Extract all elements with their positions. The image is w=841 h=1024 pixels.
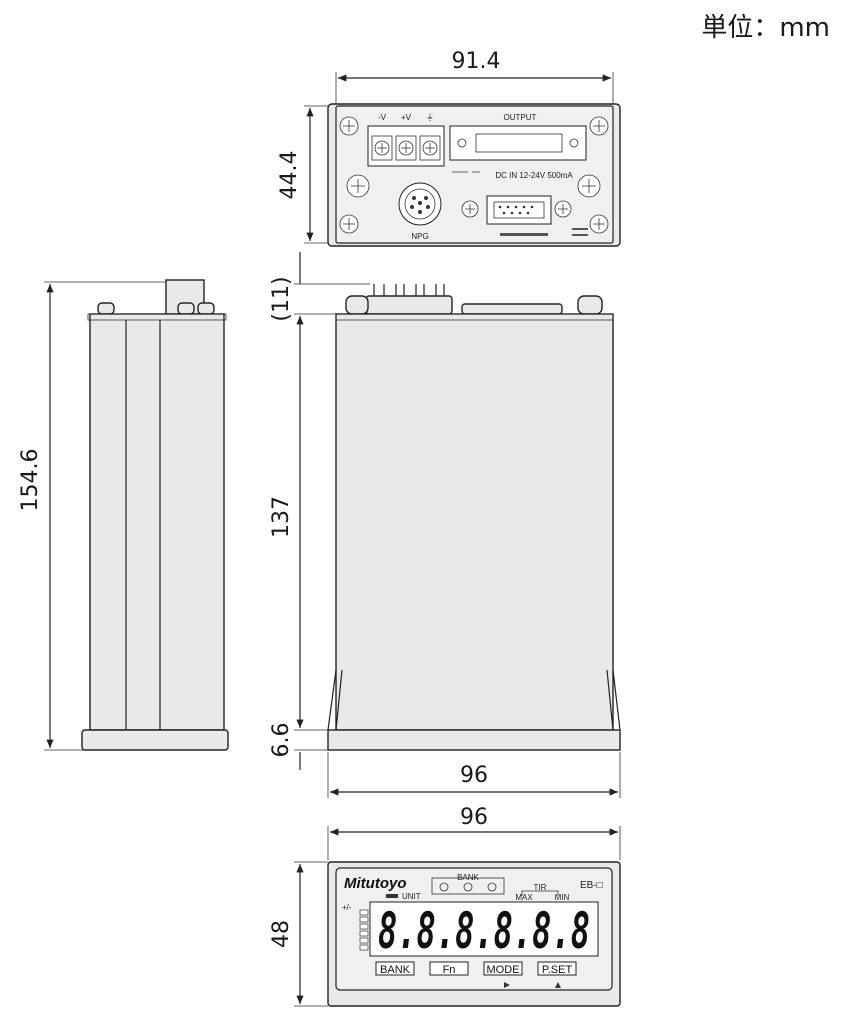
dim-front-width: 96 xyxy=(460,805,488,830)
mode-button-label: MODE xyxy=(487,964,520,976)
dim-top-height: 44.4 xyxy=(277,151,302,200)
digital-display: 8.8.8.8.8.8 xyxy=(378,902,590,960)
terminal-label-ground: ⏚ xyxy=(426,113,434,122)
power-label: DC IN 12-24V 500mA xyxy=(495,171,573,180)
dim-top-width: 91.4 xyxy=(452,49,501,74)
unit-label: 単位：mm xyxy=(701,13,830,43)
max-label: MAX xyxy=(515,893,533,902)
output-label: OUTPUT xyxy=(504,113,537,122)
dim-front-height: 48 xyxy=(269,920,294,948)
model-label: EB-□ xyxy=(580,880,603,891)
tir-label: TIR xyxy=(534,883,547,892)
fn-button[interactable] xyxy=(429,961,469,976)
brand-logo: Mitutoyo xyxy=(344,875,406,892)
fn-button-label: Fn xyxy=(443,964,456,976)
dim-terminal-height: (11) xyxy=(269,276,294,321)
terminal-label-plus: +V xyxy=(401,113,412,122)
bank-button-label: BANK xyxy=(380,964,411,976)
arrow-up-icon xyxy=(555,982,561,988)
dim-mid-width: 96 xyxy=(460,763,488,788)
connector-label: NPG xyxy=(411,232,428,241)
unit-indicator-label: UNIT xyxy=(402,892,421,901)
side-view: 154.6 xyxy=(18,279,229,751)
mode-button[interactable] xyxy=(483,961,523,976)
front-panel-view: 96 48 Mitutoyo EB-□ BANK UNIT TIR MAX MI… xyxy=(269,805,621,1007)
min-label: MIN xyxy=(555,893,570,902)
dim-bezel-depth: 6.6 xyxy=(269,723,294,758)
dim-side-height: 154.6 xyxy=(18,449,43,512)
sign-label: +/- xyxy=(342,903,352,912)
bank-led-label: BANK xyxy=(457,873,479,882)
terminal-label-minus: -V xyxy=(378,113,387,122)
pset-button-label: P.SET xyxy=(542,964,573,976)
rear-panel-view: 91.4 44.4 -V +V xyxy=(277,49,621,247)
bank-button[interactable] xyxy=(375,961,415,976)
arrow-right-icon xyxy=(504,982,510,988)
dim-body-height: 137 xyxy=(269,496,294,538)
pset-button[interactable] xyxy=(537,961,577,976)
body-view: (11) 137 6.6 96 xyxy=(269,252,621,798)
